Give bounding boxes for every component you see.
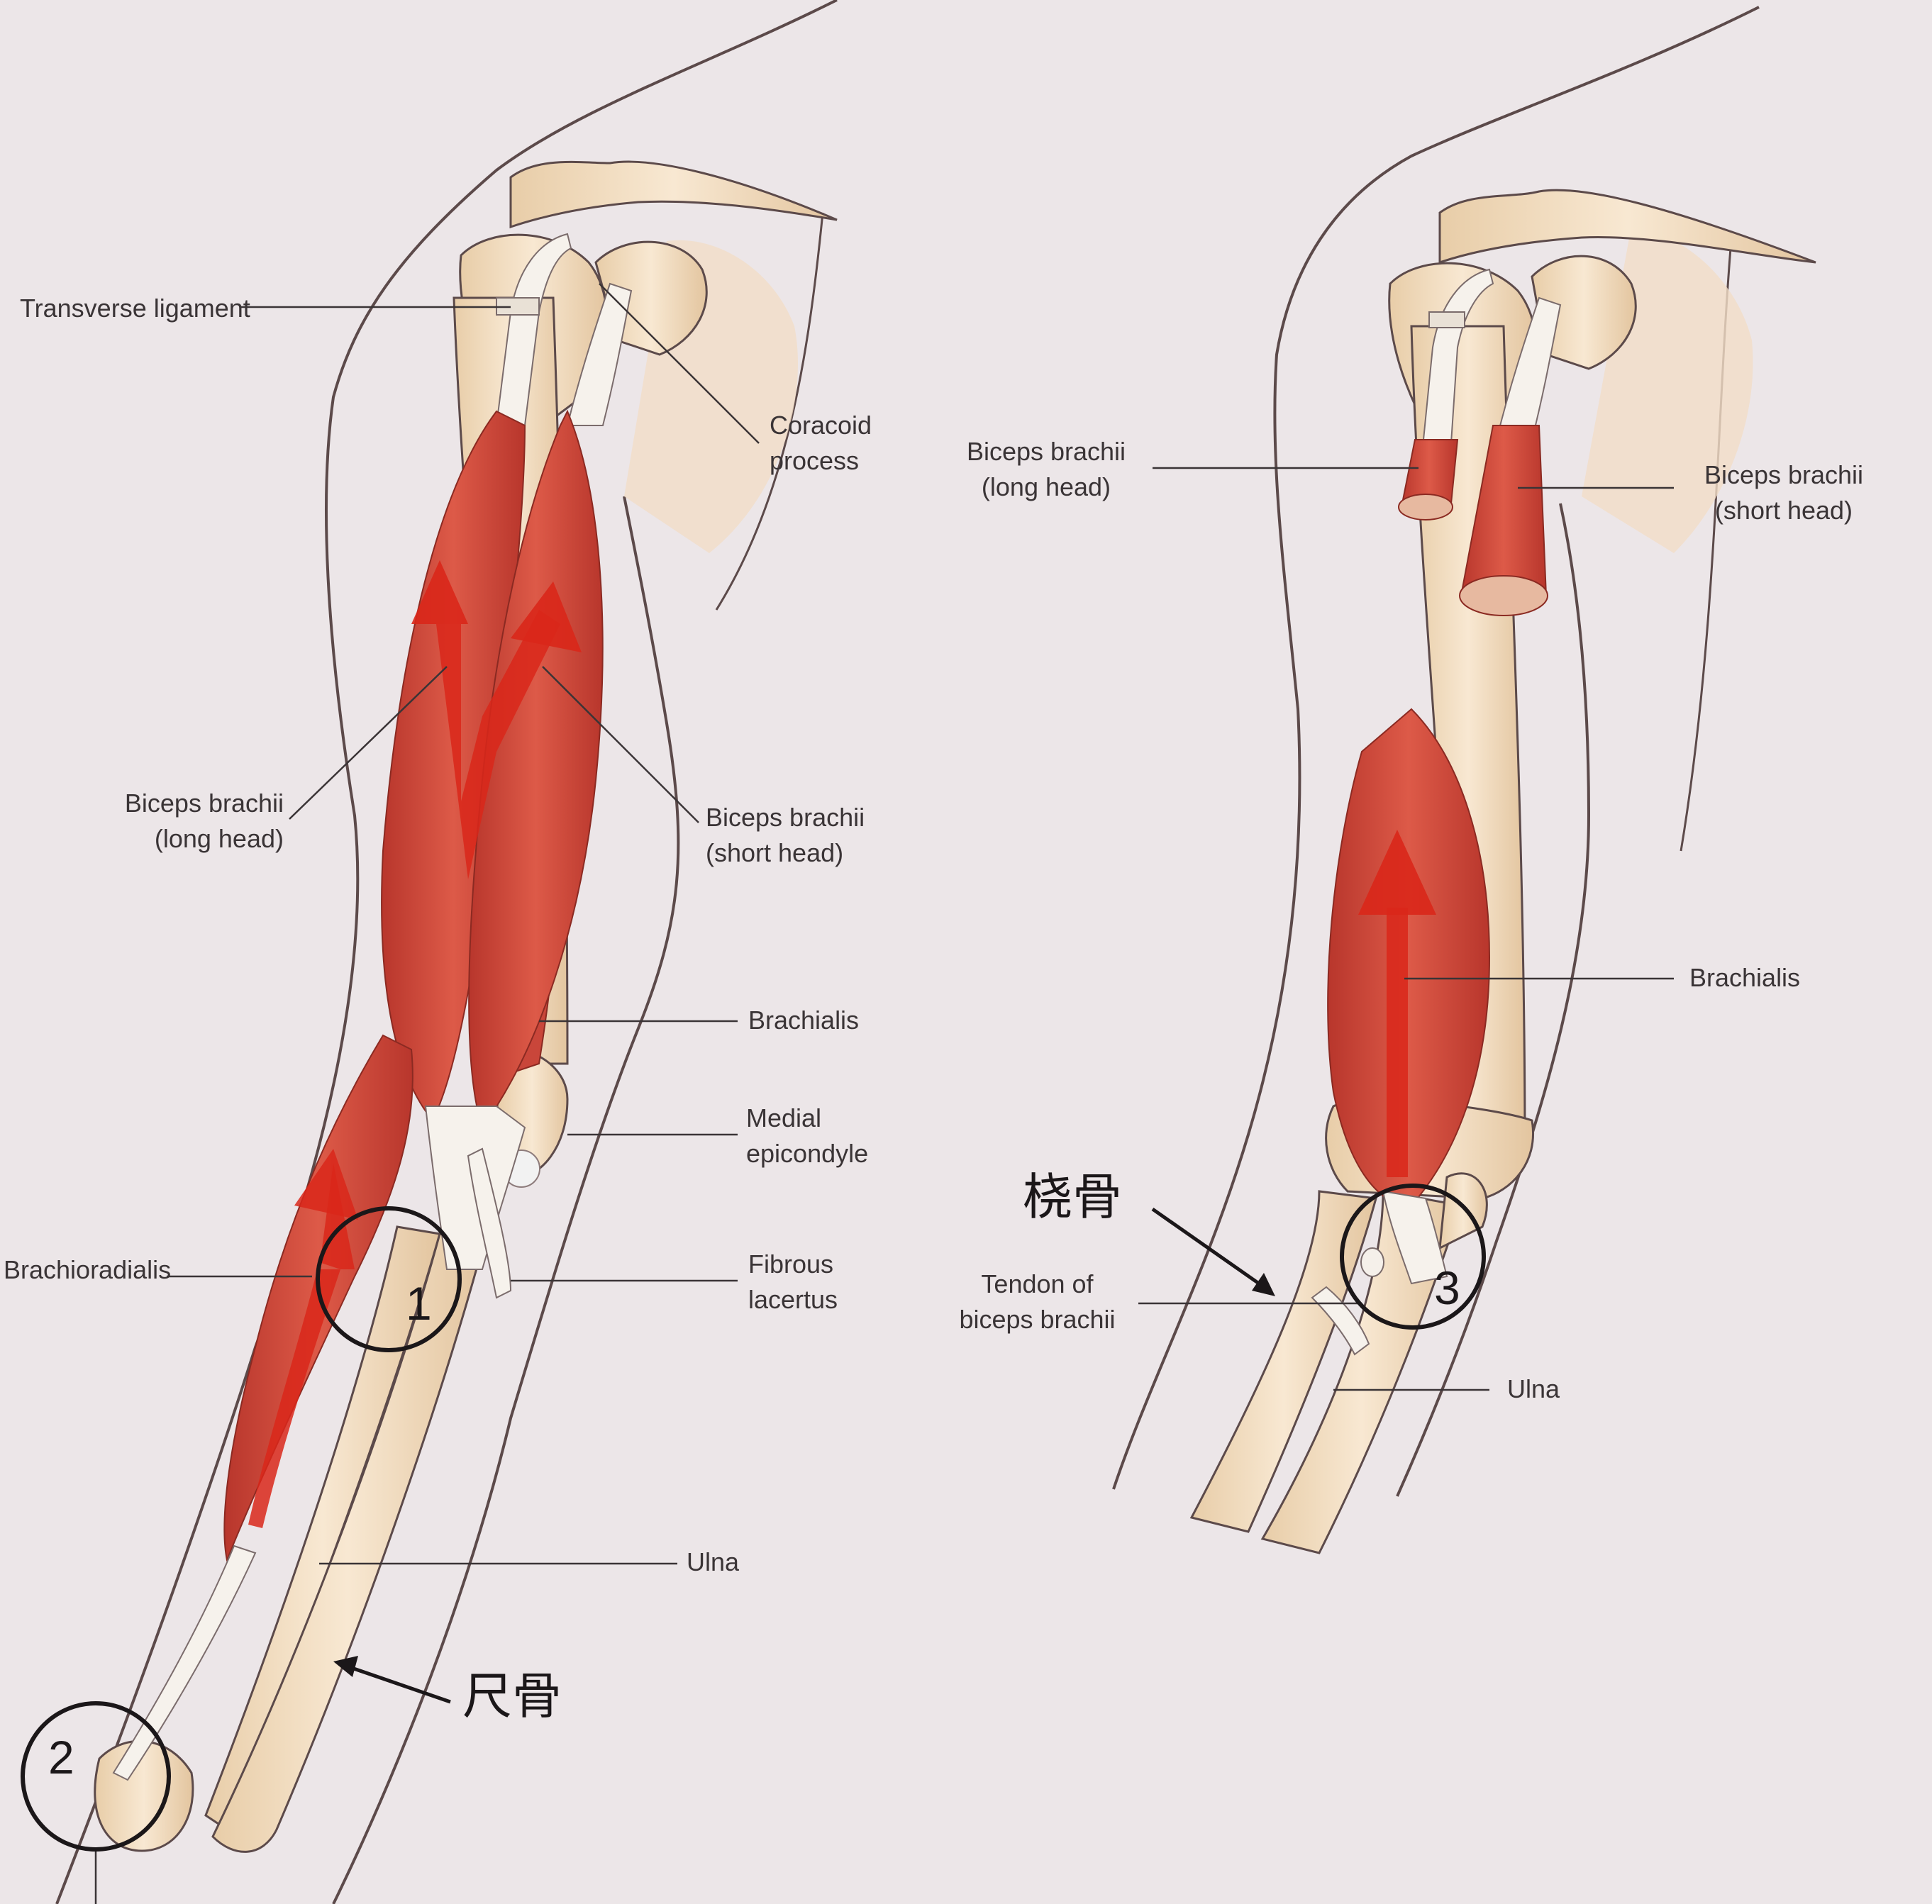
right-ulna-olecranon: [1438, 1172, 1488, 1250]
right-brachialis-arrow-shaft: [1387, 908, 1408, 1177]
label-ulna-right: Ulna: [1507, 1374, 1560, 1403]
marker-circle-2: [21, 1701, 171, 1852]
leader-biceps-long-left: [289, 666, 448, 820]
left-fibrous-lacertus: [467, 1147, 512, 1299]
right-arm-outline-outer: [1112, 6, 1760, 1490]
label-brachialis-left: Brachialis: [748, 1006, 860, 1035]
label-medial-epicondyle: Medial epicondyle: [746, 1103, 869, 1168]
left-short-head-tendon: [566, 282, 633, 426]
label-biceps-long-head-right: Biceps brachii (long head): [966, 437, 1126, 501]
left-ulna-bone: [211, 1232, 484, 1853]
right-radius: [1189, 1190, 1377, 1533]
marker-number-2: 2: [48, 1731, 74, 1783]
left-acromion: [509, 160, 838, 229]
annotation-arrow-ulna: [347, 1664, 451, 1704]
right-brachialis-arrow-head: [1358, 830, 1436, 915]
left-brachioradialis-tendon: [112, 1544, 257, 1781]
leader-biceps-short-left: [542, 666, 699, 823]
label-biceps-short-head-left: Biceps brachii (short head): [706, 803, 865, 867]
annotation-radius-cn: 桡骨: [1023, 1168, 1122, 1226]
marker-number-1: 1: [406, 1277, 432, 1330]
left-arrow-head-2: [511, 581, 582, 652]
right-acromion: [1438, 189, 1816, 265]
annotation-ulna-cn: 尺骨: [462, 1667, 562, 1725]
label-ulna-left: Ulna: [687, 1547, 740, 1576]
left-arm-outline-outer: [55, 0, 838, 1904]
label-coracoid-process: Coracoid process: [770, 411, 872, 475]
right-coracoid: [1531, 255, 1637, 370]
left-arrow-head-1: [411, 560, 468, 624]
left-brachioradialis-arrow: [248, 1163, 355, 1528]
left-wrist-bones: [94, 1739, 194, 1852]
label-tendon-of-biceps: Tendon of biceps brachii: [959, 1269, 1116, 1334]
left-contraction-arrow-v: [436, 610, 560, 879]
marker-circle-1: [316, 1206, 462, 1352]
right-brachialis-tendon: [1382, 1190, 1448, 1285]
label-fibrous-lacertus: Fibrous lacertus: [748, 1249, 838, 1314]
right-arm: [1112, 6, 1816, 1554]
label-brachialis-right: Brachialis: [1689, 963, 1801, 992]
label-biceps-short-head-right: Biceps brachii (short head): [1704, 460, 1864, 525]
label-brachioradialis: Brachioradialis: [4, 1255, 172, 1284]
label-transverse-ligament: Transverse ligament: [20, 294, 250, 323]
right-arm-outline-inner: [1396, 503, 1591, 1497]
label-biceps-long-head-left: Biceps brachii (long head): [124, 789, 284, 853]
left-arm-outline-trunk: [715, 212, 824, 611]
left-arm: [21, 0, 838, 1904]
marker-number-3: 3: [1434, 1262, 1460, 1314]
annotation-arrow-radius: [1151, 1207, 1260, 1286]
leader-coracoid: [599, 283, 760, 444]
marker-circle-3: [1340, 1184, 1486, 1330]
left-arm-outline-inner: [332, 496, 680, 1904]
